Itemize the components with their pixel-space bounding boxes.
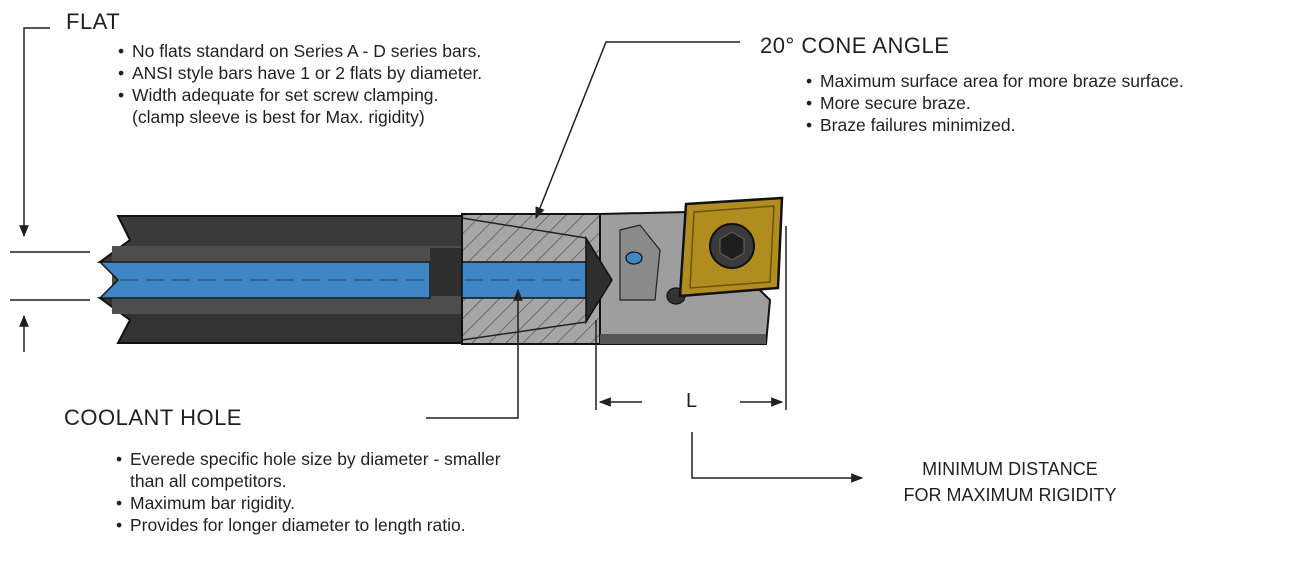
coolant-leader — [426, 288, 523, 419]
coolant-bullet-continuation: than all competitors. — [130, 471, 287, 491]
coolant-outlet — [625, 251, 643, 265]
cone-bullet-item: •More secure braze. — [806, 93, 971, 113]
shank-step — [430, 248, 462, 296]
flat-bullet-item: •Width adequate for set screw clamping. — [118, 85, 439, 105]
cone-bullet-item: •Maximum surface area for more braze sur… — [806, 71, 1184, 91]
cone-bullet-item: •Braze failures minimized. — [806, 115, 1016, 135]
flat-bullet-item: •No flats standard on Series A - D serie… — [118, 41, 482, 61]
flat-bullet-item: •ANSI style bars have 1 or 2 flats by di… — [118, 63, 483, 83]
min-distance-caption: MINIMUM DISTANCE FOR MAXIMUM RIGIDITY — [880, 456, 1140, 508]
min-distance-line1: MINIMUM DISTANCE — [922, 459, 1098, 479]
min-distance-leader — [691, 432, 864, 483]
cone-tip — [585, 235, 613, 325]
cone-outline — [461, 217, 587, 341]
flat-note: (clamp sleeve is best for Max. rigidity) — [132, 107, 425, 127]
cone-title: 20° CONE ANGLE — [760, 33, 950, 58]
hex-socket-icon — [719, 231, 745, 261]
dimension-label: L — [686, 390, 698, 412]
cone-leader — [535, 41, 740, 220]
coolant-bullet-item: •Everede specific hole size by diameter … — [116, 449, 501, 469]
flat-bullet-list: •No flats standard on Series A - D serie… — [118, 40, 482, 128]
head-bottom-edge — [600, 334, 766, 344]
coolant-bullet-item: •Provides for longer diameter to length … — [116, 515, 466, 535]
flat-leader — [19, 27, 50, 238]
coolant-bullet-item: •Maximum bar rigidity. — [116, 493, 295, 513]
flat-title: FLAT — [66, 9, 121, 34]
coolant-bullet-list: •Everede specific hole size by diameter … — [116, 448, 501, 536]
cone-bullet-list: •Maximum surface area for more braze sur… — [806, 70, 1184, 136]
min-distance-line2: FOR MAXIMUM RIGIDITY — [903, 485, 1117, 505]
coolant-title: COOLANT HOLE — [64, 405, 242, 430]
insert-inner — [689, 205, 775, 289]
